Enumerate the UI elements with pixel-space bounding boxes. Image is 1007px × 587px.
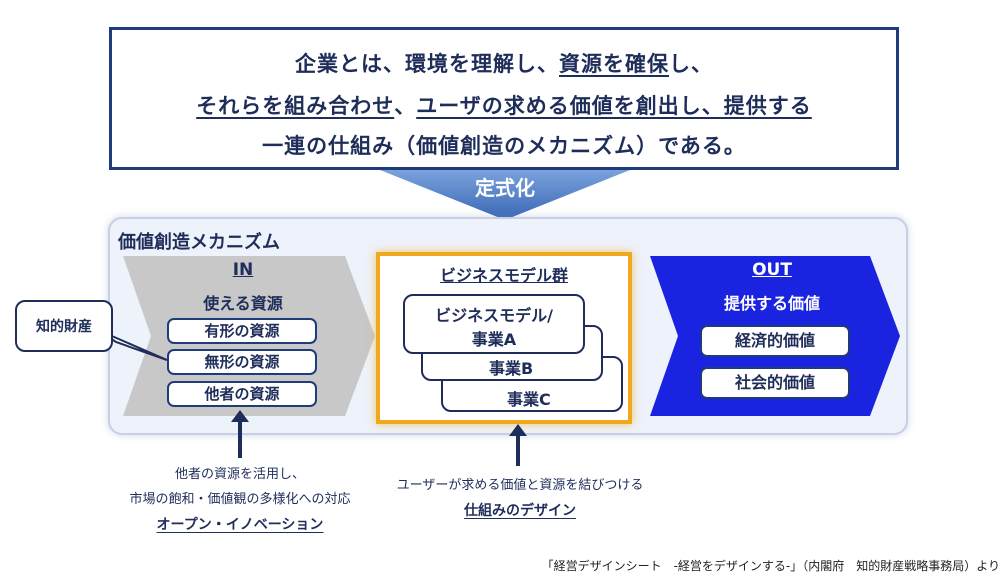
formalize-arrow xyxy=(380,170,630,220)
callout-pointer-mask xyxy=(100,333,110,345)
formalize-label: 定式化 xyxy=(475,176,535,200)
in-heading: IN xyxy=(232,260,254,280)
source-citation: 「経営デザインシート -経営をデザインする-」（内閣府 知的財産戦略事務局）より xyxy=(541,559,1000,573)
definition-line-3: 一連の仕組み（価値創造のメカニズム）である。 xyxy=(262,134,746,158)
value-social: 社会的価値 xyxy=(700,367,850,399)
left-note-line-1: 他者の資源を活用し、 xyxy=(174,467,305,482)
open-innovation-label: オープン・イノベーション xyxy=(156,517,324,533)
value-economic: 経済的価値 xyxy=(700,325,850,357)
out-subheading: 提供する価値 xyxy=(723,294,820,313)
out-heading: OUT xyxy=(752,260,792,280)
business-card-a: ビジネスモデル/ 事業A xyxy=(403,294,585,354)
definition-line-2: それらを組み合わせ、ユーザの求める価値を創出し、提供する xyxy=(196,94,812,118)
left-note-line-2: 市場の飽和・価値観の多様化への対応 xyxy=(129,492,351,507)
business-heading: ビジネスモデル群 xyxy=(439,266,568,285)
callout-intellectual-property: 知的財産 xyxy=(36,319,92,335)
resource-tangible: 有形の資源 xyxy=(167,318,317,344)
in-subheading: 使える資源 xyxy=(203,294,283,313)
mechanism-design-label: 仕組みのデザイン xyxy=(464,503,576,519)
panel-title: 価値創造メカニズム xyxy=(118,232,280,253)
resource-intangible: 無形の資源 xyxy=(167,349,317,375)
mid-note-line-1: ユーザーが求める価値と資源を結びつける xyxy=(396,478,644,493)
definition-line-1: 企業とは、環境を理解し、資源を確保し、 xyxy=(295,52,713,76)
up-arrow-left xyxy=(231,410,249,458)
callout-box xyxy=(15,300,113,352)
resource-others: 他者の資源 xyxy=(167,381,317,407)
definition-box: 企業とは、環境を理解し、資源を確保し、 それらを組み合わせ、ユーザの求める価値を… xyxy=(109,27,899,170)
up-arrow-mid xyxy=(509,424,527,466)
